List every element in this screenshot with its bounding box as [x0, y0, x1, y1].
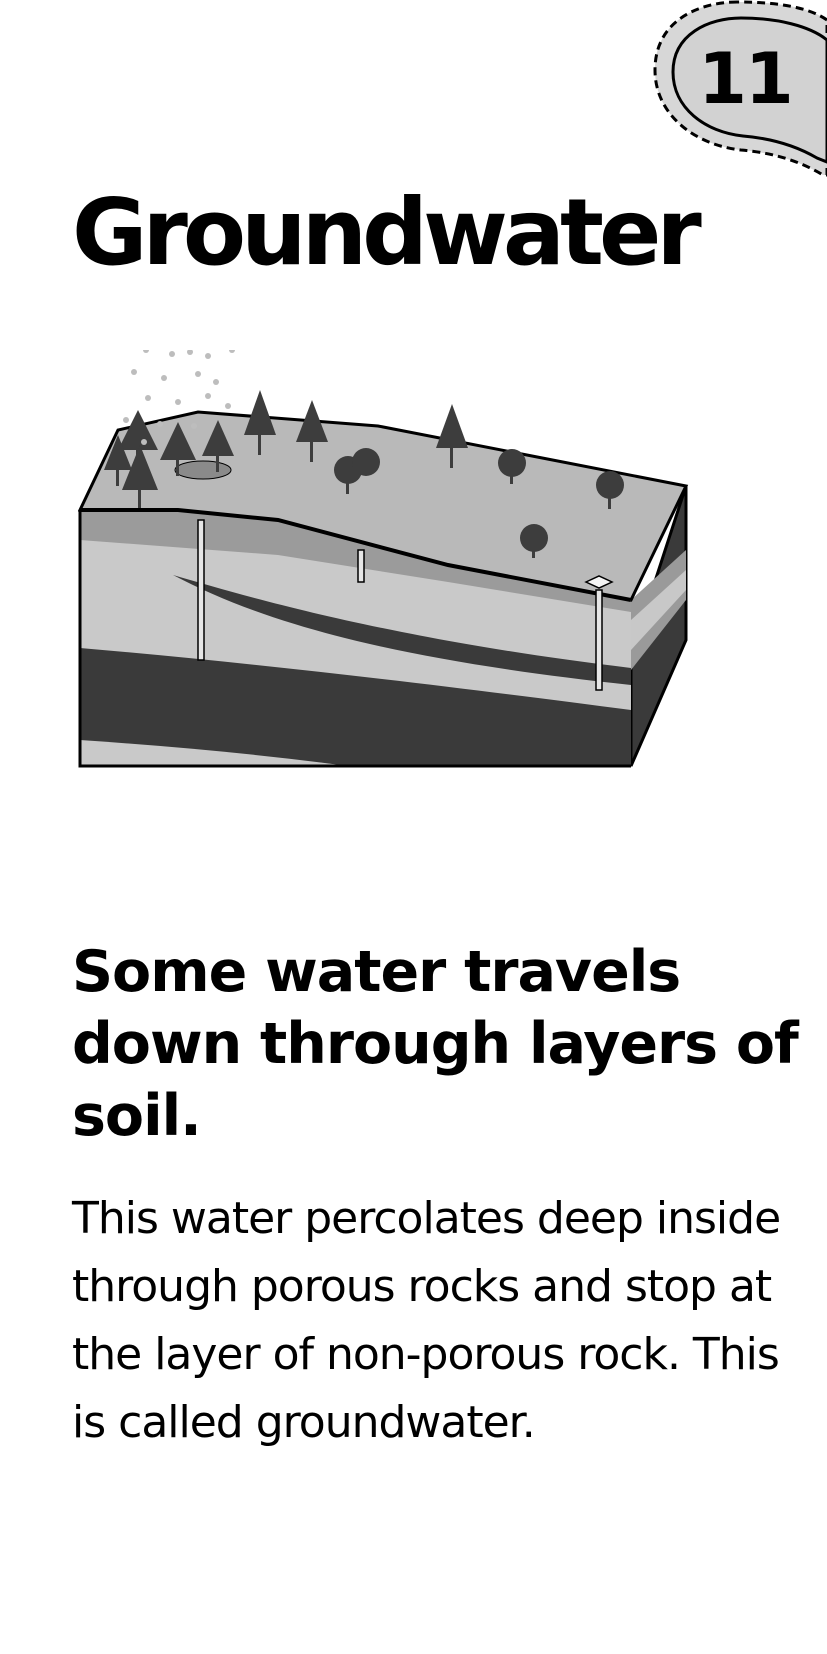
page-number-badge [653, 0, 827, 177]
groundwater-cross-section-illustration [78, 350, 689, 768]
page-number: 11 [698, 38, 793, 120]
page-title: Groundwater [72, 179, 702, 286]
section-heading: Some water travels down through layers o… [72, 939, 799, 1149]
body-paragraph: This water percolates deep inside throug… [72, 1193, 781, 1448]
